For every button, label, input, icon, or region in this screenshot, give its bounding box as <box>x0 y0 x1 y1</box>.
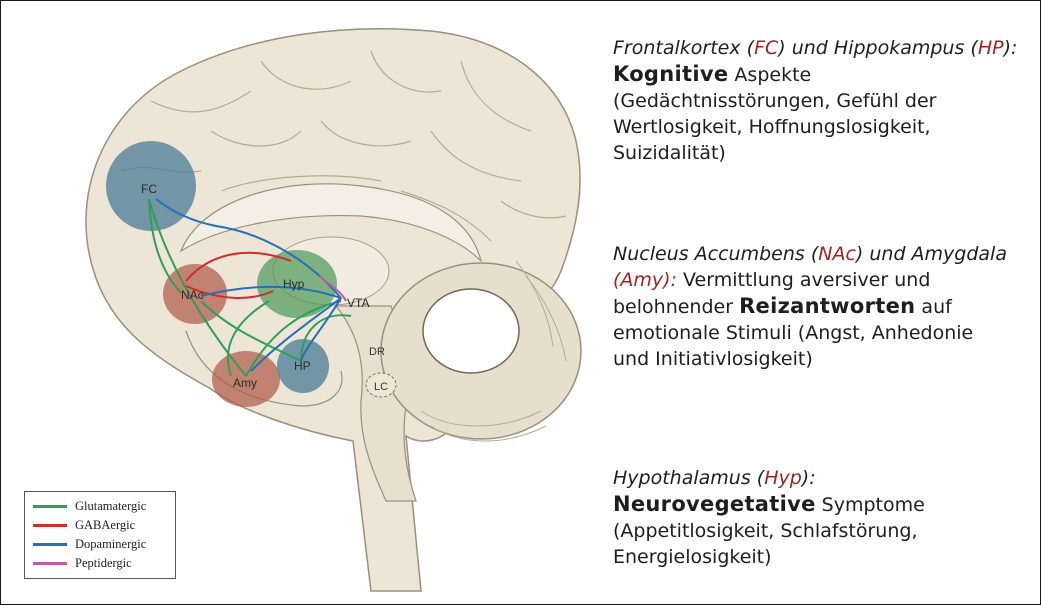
glutamatergic-swatch <box>33 505 67 508</box>
cognitive-keyword: Kognitive <box>613 62 728 86</box>
reward-description: Nucleus Accumbens (NAc) und Amygdala (Am… <box>613 241 1041 372</box>
dopaminergic-swatch <box>33 543 67 546</box>
dr-label: DR <box>369 346 385 358</box>
pathway-legend: Glutamatergic GABAergic Dopaminergic Pep… <box>24 491 176 579</box>
reward-keyword: Reizantworten <box>739 294 915 318</box>
fc-abbrev: FC <box>754 37 778 59</box>
peptidergic-swatch <box>33 562 67 565</box>
gabaergic-swatch <box>33 524 67 527</box>
arbor-vitae <box>423 289 519 373</box>
hp-abbrev: HP <box>978 37 1004 59</box>
amy-abbrev: Amy <box>620 269 663 291</box>
neuroveg-keyword: Neurovegetative <box>613 492 816 516</box>
cognitive-heading: Frontalkortex (FC) und Hippokampus (HP): <box>613 35 1041 61</box>
cognitive-description: Frontalkortex (FC) und Hippokampus (HP):… <box>613 35 1041 166</box>
nac-abbrev: NAc <box>818 243 856 265</box>
legend-item-peptidergic: Peptidergic <box>33 554 167 573</box>
hyp-abbrev: Hyp <box>764 467 802 489</box>
nac-label: NAc <box>181 288 204 302</box>
legend-item-dopaminergic: Dopaminergic <box>33 535 167 554</box>
legend-item-gabaergic: GABAergic <box>33 516 167 535</box>
hp-label: HP <box>294 359 311 373</box>
hyp-label: Hyp <box>283 277 305 291</box>
amy-label: Amy <box>233 376 257 390</box>
neurovegetative-description: Hypothalamus (Hyp): Neurovegetative Symp… <box>613 465 1041 570</box>
vta-label: VTA <box>347 296 369 310</box>
reward-heading: Nucleus Accumbens (NAc) und Amygdala <box>613 241 1041 267</box>
legend-item-glutamatergic: Glutamatergic <box>33 497 167 516</box>
neuroveg-heading: Hypothalamus (Hyp): <box>613 465 1041 491</box>
lc-label: LC <box>374 381 388 393</box>
fc-label: FC <box>141 182 157 196</box>
